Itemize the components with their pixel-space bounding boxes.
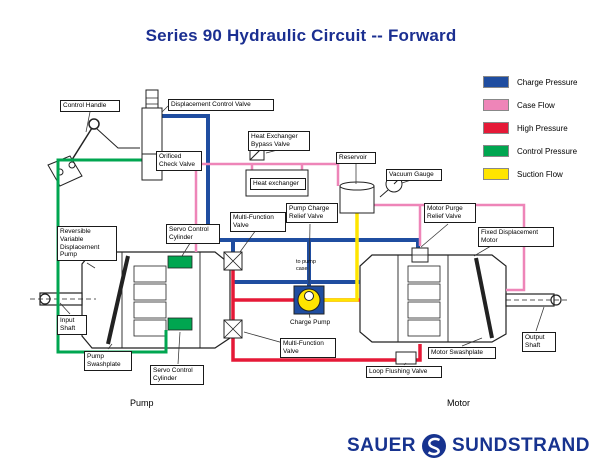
servo-cylinder-symbols: [167, 255, 193, 331]
legend-swatch-charge-pressure: [483, 76, 509, 88]
legend-item: Charge Pressure: [483, 76, 577, 88]
reservoir-symbol: [339, 181, 375, 214]
displacement-control-valve-symbol: [141, 89, 163, 181]
pump-assembly: [30, 251, 231, 349]
legend-item: Control Pressure: [483, 145, 577, 157]
page-title: Series 90 Hydraulic Circuit -- Forward: [145, 26, 457, 45]
orificed-check-valve-symbol: [141, 153, 163, 181]
brand-logo: SAUER SUNDSTRAND: [347, 433, 590, 459]
legend-swatch-case-flow: [483, 99, 509, 111]
legend-label: Suction Flow: [517, 169, 563, 179]
legend-label: Case Flow: [517, 100, 555, 110]
charge-pump-symbol: [293, 285, 325, 315]
legend-label: High Pressure: [517, 123, 568, 133]
legend-item: Case Flow: [483, 99, 577, 111]
legend-label: Charge Pressure: [517, 77, 578, 87]
loop-flushing-valve-symbol: [395, 351, 417, 365]
brand-sauer: SAUER: [346, 435, 416, 456]
multi-function-valve-symbols: [223, 251, 243, 339]
control-pressure-pipes: [56, 158, 168, 354]
legend-swatch-suction-flow: [483, 168, 509, 180]
legend-swatch-control-pressure: [483, 145, 509, 157]
motor-purge-relief-valve-symbol: [411, 247, 429, 263]
vacuum-gauge-symbol: [379, 175, 403, 198]
suction-flow-pipes: [322, 213, 359, 302]
legend: Charge Pressure Case Flow High Pressure …: [483, 76, 577, 191]
legend-label: Control Pressure: [517, 146, 578, 156]
brand-sundstrand: SUNDSTRAND: [452, 435, 590, 456]
motor-assembly: [359, 254, 568, 343]
legend-item: Suction Flow: [483, 168, 577, 180]
legend-item: High Pressure: [483, 122, 577, 134]
legend-swatch-high-pressure: [483, 122, 509, 134]
heat-exchanger-symbol: [245, 145, 309, 197]
control-handle-assembly: [47, 118, 140, 187]
sauer-sundstrand-logo-icon: [421, 433, 447, 459]
